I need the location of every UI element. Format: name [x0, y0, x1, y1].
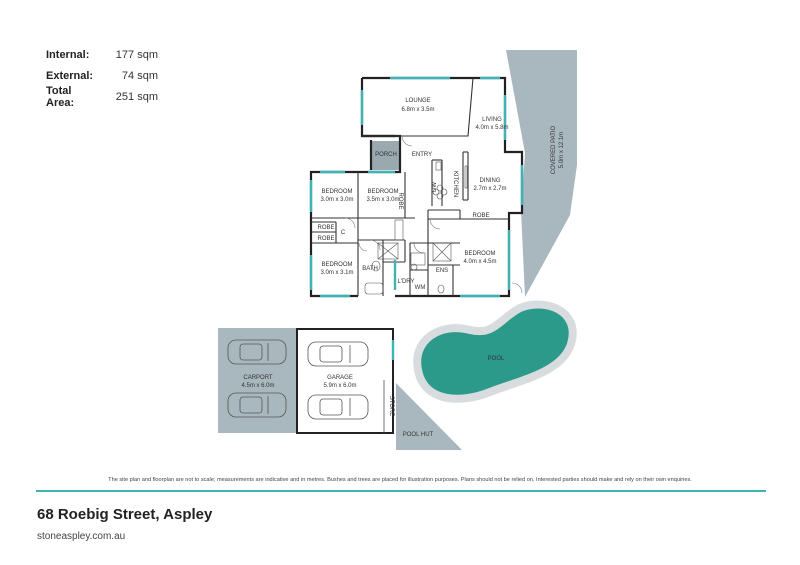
- bedroom1-name: BEDROOM: [321, 189, 352, 195]
- total-area-label: Total Area:: [46, 84, 75, 109]
- pool-label: POOL: [488, 356, 505, 362]
- disclaimer-text: The site plan and floorplan are not to s…: [108, 477, 692, 483]
- store-label: STORE: [388, 396, 394, 417]
- area-summary: Internal: 177 sqm External: 74 sqm Total…: [46, 44, 158, 109]
- fixtures: [364, 161, 468, 295]
- pool: [413, 300, 577, 403]
- covered-patio-name: COVERED PATIO: [551, 125, 557, 174]
- pool-hut-area: [396, 383, 462, 450]
- robe-label-4: ROBE: [472, 213, 489, 219]
- internal-area-label: Internal:: [46, 48, 90, 61]
- porch-label: PORCH: [375, 152, 397, 158]
- garage-area: [296, 328, 394, 434]
- total-area-value: 251 sqm: [115, 90, 158, 103]
- living-dims: 4.0m x 5.8m: [475, 125, 508, 131]
- external-area-row: External: 74 sqm: [46, 65, 158, 86]
- porch-area: [371, 141, 400, 170]
- bedroom4-name: BEDROOM: [464, 251, 495, 257]
- bedroom1-dims: 3.0m x 3.0m: [320, 197, 353, 203]
- bedroom4-dims: 4.0m x 4.5m: [463, 259, 496, 265]
- entry-label: ENTRY: [412, 152, 432, 158]
- carport-dims: 4.5m x 6.0m: [241, 383, 274, 389]
- carport-area: [218, 328, 297, 433]
- lounge-name: LOUNGE: [405, 98, 430, 104]
- covered-patio-area: [506, 50, 577, 297]
- kitchen-label: KITCHEN: [452, 171, 458, 197]
- internal-area-value: 177 sqm: [115, 48, 158, 61]
- accent-divider: [36, 490, 766, 492]
- bath-label: BATH: [362, 266, 378, 272]
- robe-label-3: ROBE: [397, 192, 403, 209]
- living-name: LIVING: [482, 117, 502, 123]
- robe-label-2: ROBE: [317, 236, 334, 242]
- cupboard-label: C: [341, 230, 346, 236]
- property-address: 68 Roebig Street, Aspley: [37, 506, 213, 523]
- floor-plan: LOUNGE 6.8m x 3.5m LIVING 4.0m x 5.8m DI…: [218, 50, 577, 450]
- bedroom2-dims: 3.5m x 3.0m: [366, 197, 399, 203]
- internal-area-row: Internal: 177 sqm: [46, 44, 158, 65]
- lounge-dims: 6.8m x 3.5m: [401, 107, 434, 113]
- bedroom3-dims: 3.0m x 3.1m: [320, 270, 353, 276]
- covered-patio-dims: 5.0m x 12.1m: [559, 132, 565, 168]
- bedroom2-name: BEDROOM: [367, 189, 398, 195]
- wm-label: WM: [415, 285, 426, 291]
- door-swings: [344, 135, 523, 294]
- pool-hut-label: POOL HUT: [403, 432, 434, 438]
- dining-dims: 2.7m x 2.7m: [473, 186, 506, 192]
- dw-label: DW: [432, 182, 438, 192]
- car-icons: [227, 339, 369, 420]
- robe-label-1: ROBE: [317, 225, 334, 231]
- external-area-label: External:: [46, 69, 94, 82]
- laundry-label: L'DRY: [397, 279, 414, 285]
- carport-name: CARPORT: [243, 375, 273, 381]
- bedroom3-name: BEDROOM: [321, 262, 352, 268]
- ensuite-label: ENS: [436, 268, 448, 274]
- external-area-value: 74 sqm: [121, 69, 158, 82]
- windows: [309, 76, 524, 298]
- garage-dims: 5.9m x 6.0m: [323, 383, 356, 389]
- garage-name: GARAGE: [327, 375, 353, 381]
- dining-name: DINING: [480, 178, 501, 184]
- total-area-row: Total Area: 251 sqm: [46, 84, 158, 109]
- website-link[interactable]: stoneaspley.com.au: [37, 531, 126, 542]
